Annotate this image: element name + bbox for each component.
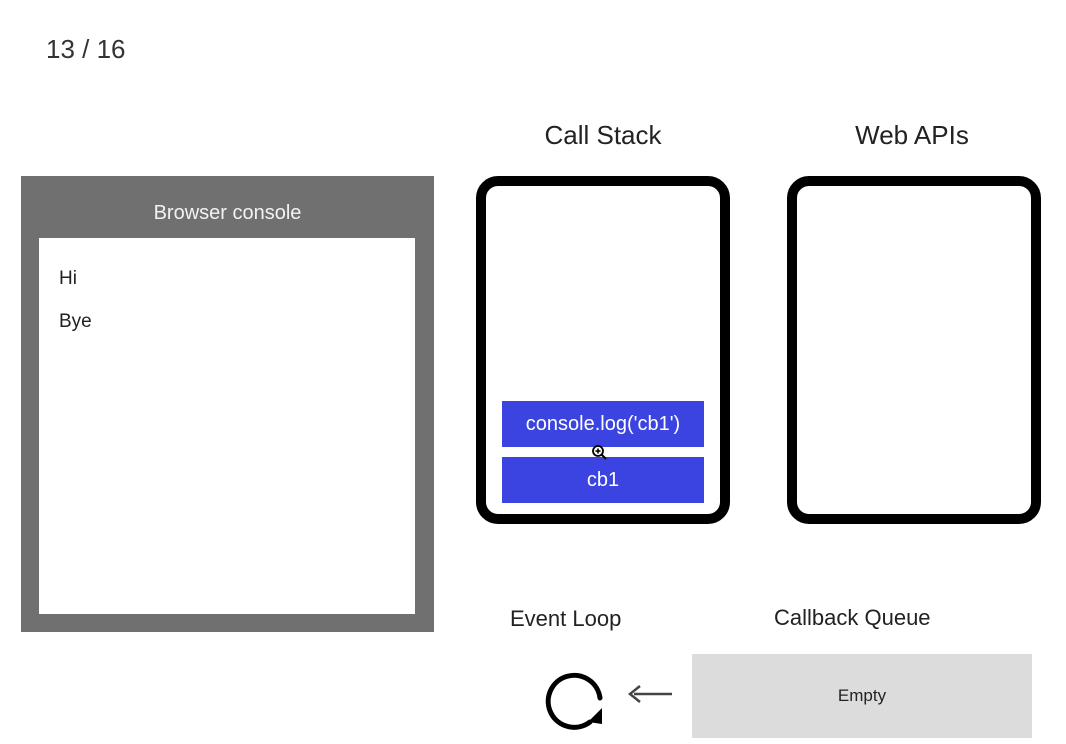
refresh-icon [545, 672, 603, 730]
callback-queue-content: Empty [837, 686, 887, 705]
console-line: Bye [59, 311, 92, 332]
browser-console-title: Browser console [153, 202, 302, 224]
slide-counter: 13 / 16 [46, 34, 126, 64]
console-line: Hi [59, 268, 77, 289]
web-apis-title: Web APIs [855, 120, 969, 150]
event-loop-label: Event Loop [510, 606, 622, 631]
arrow-left-icon [627, 685, 672, 703]
call-stack-title: Call Stack [544, 120, 662, 150]
call-stack-frame: console.log('cb1') [502, 401, 704, 447]
zoom-cursor-icon [592, 445, 607, 460]
callback-queue-label: Callback Queue [774, 605, 931, 630]
browser-console-output: Hi Bye [39, 238, 415, 614]
callback-queue-box: Empty [692, 654, 1032, 738]
web-apis-box [787, 176, 1041, 524]
call-stack-frame: cb1 [502, 457, 704, 503]
browser-console-panel: Browser console Hi Bye [21, 176, 434, 632]
